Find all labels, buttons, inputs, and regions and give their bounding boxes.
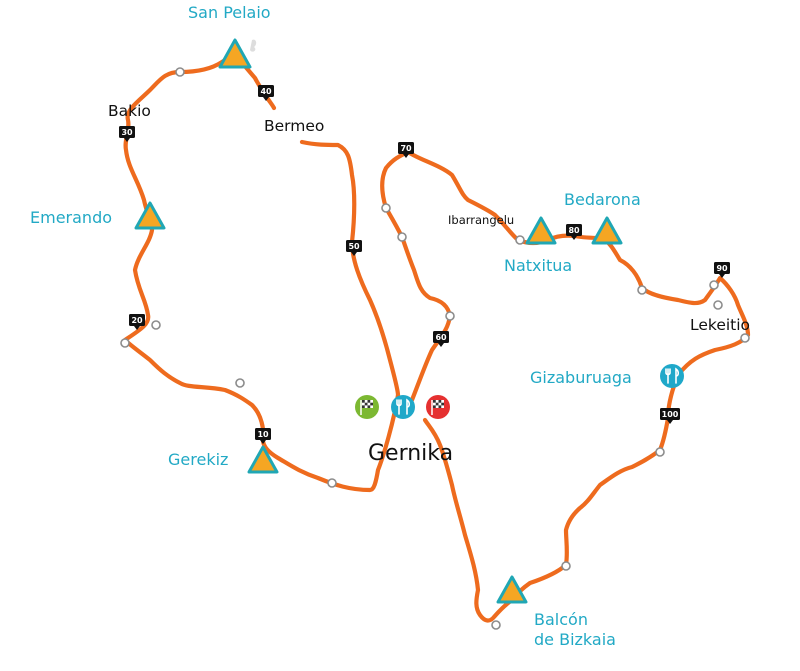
food-stop-gizaburuaga	[660, 364, 684, 388]
climb-label-emerando: Emerando	[30, 208, 112, 227]
fork-knife-icon	[396, 398, 411, 415]
climb-label-gerekiz: Gerekiz	[168, 450, 228, 469]
town-label-bakio: Bakio	[108, 102, 151, 120]
triangle-peak-icon	[247, 445, 279, 474]
waypoint-circle	[175, 67, 185, 77]
waypoint-circle	[709, 280, 719, 290]
km-marker-50: 50	[346, 240, 362, 256]
waypoint-circle	[740, 333, 750, 343]
climb-label-balcon-line2: de Bizkaia	[534, 630, 616, 649]
checkered-flag-icon	[431, 400, 444, 415]
triangle-peak-icon	[496, 575, 528, 604]
km-label: 80	[568, 226, 580, 235]
waypoint-circle	[491, 620, 501, 630]
km-label: 10	[257, 430, 269, 439]
town-label-lekeitio: Lekeitio	[690, 316, 750, 334]
km-marker-90: 90	[714, 262, 730, 278]
waypoint-circle	[327, 478, 337, 488]
km-label: 20	[131, 316, 143, 325]
labels: San Pelaio Bakio Bermeo Emerando Gerekiz…	[30, 3, 750, 649]
waypoint-circle	[515, 235, 525, 245]
waypoints	[120, 67, 750, 630]
km-label: 30	[121, 128, 133, 137]
waypoint-circle	[445, 311, 455, 321]
finish-marker	[426, 395, 450, 419]
triangle-peak-icon	[591, 216, 623, 245]
km-marker-80: 80	[566, 224, 582, 240]
km-label: 40	[260, 87, 272, 96]
climb-label-natxitua: Natxitua	[504, 256, 572, 275]
food-label-gizaburuaga: Gizaburuaga	[530, 368, 632, 387]
route-east-loop	[380, 149, 751, 623]
waypoint-circle	[397, 232, 407, 242]
triangle-peak-icon	[525, 216, 557, 245]
km-label: 100	[662, 410, 679, 419]
km-label: 60	[435, 333, 447, 342]
km-marker-70: 70	[398, 142, 414, 158]
climb-label-bedarona: Bedarona	[564, 190, 641, 209]
waypoint-circle	[381, 203, 391, 213]
town-label-gernika: Gernika	[368, 441, 453, 466]
checkered-flag-icon	[360, 400, 373, 415]
town-label-ibarrangelu: Ibarrangelu	[448, 213, 514, 227]
food-bg	[391, 395, 415, 419]
km-marker-40: 40	[258, 85, 274, 101]
smoke-puff-icon	[250, 39, 257, 52]
fork-knife-icon	[665, 367, 680, 384]
waypoint-circle	[561, 561, 571, 571]
waypoint-circle	[120, 338, 130, 348]
waypoint-circle	[655, 447, 665, 457]
km-markers: 10 20 30 40 50 60 70 80	[119, 85, 730, 444]
food-stop-gernika	[391, 395, 415, 419]
food-bg	[660, 364, 684, 388]
triangle-peak-icon	[218, 38, 252, 69]
climb-label-balcon-line1: Balcón	[534, 610, 588, 629]
waypoint-circle	[151, 320, 161, 330]
town-label-bermeo: Bermeo	[264, 117, 324, 135]
triangle-peak-icon	[134, 201, 166, 230]
waypoint-circle	[637, 285, 647, 295]
km-label: 70	[400, 144, 412, 153]
climb-label-san-pelaio: San Pelaio	[188, 3, 271, 22]
km-marker-100: 100	[660, 408, 680, 424]
km-marker-60: 60	[433, 331, 449, 347]
route-west-loop	[122, 52, 401, 493]
km-label: 90	[716, 264, 728, 273]
start-marker	[355, 395, 379, 419]
km-marker-30: 30	[119, 126, 135, 142]
km-label: 50	[348, 242, 360, 251]
km-marker-10: 10	[255, 428, 271, 444]
km-marker-20: 20	[129, 314, 145, 330]
waypoint-circle	[713, 300, 723, 310]
waypoint-circle	[235, 378, 245, 388]
climb-markers	[134, 38, 623, 604]
